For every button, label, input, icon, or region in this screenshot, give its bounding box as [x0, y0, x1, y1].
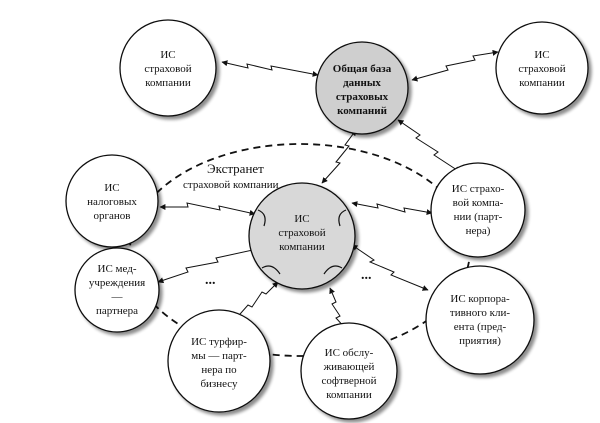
node-corp-circle [425, 265, 535, 375]
label-software-line: живающей [323, 361, 375, 373]
label-software-line: софтверной [321, 375, 376, 387]
node-partner-ins-circle [430, 162, 526, 258]
extranet-title: Экстранет [207, 161, 264, 176]
label-top-left-line: компании [145, 77, 191, 89]
label-db-line: данных [343, 77, 381, 89]
label-top-right: ИС страховой компании [518, 49, 565, 89]
node-top-left-circle [119, 19, 217, 117]
connector-db-topright [411, 49, 499, 82]
label-top-left-line: страховой [144, 63, 191, 75]
label-top-right-line: компании [519, 77, 565, 89]
connector-med-center [157, 246, 263, 284]
node-top-right-circle [495, 21, 589, 115]
label-db-line: компаний [337, 105, 387, 117]
label-center-line: компании [279, 241, 325, 253]
label-software: ИС обслу- живающей софтверной компании [321, 347, 376, 401]
label-corp-line: приятия) [459, 335, 501, 347]
label-partner-ins-line: нера) [466, 225, 491, 237]
label-partner-ins: ИС страхо- вой компа- нии (парт- нера) [452, 183, 505, 237]
label-software-line: компании [326, 389, 372, 401]
extranet-subtitle: страховой компании [183, 179, 279, 191]
connector-tax-center [159, 202, 256, 216]
label-tax-line: ИС [104, 182, 119, 194]
connector-center-software [329, 287, 348, 331]
label-med-line: учреждения [89, 277, 145, 289]
node-travel-circle [167, 309, 271, 413]
node-tax-circle [65, 154, 159, 248]
connector-travel-center [232, 281, 279, 323]
label-travel-line: ИС турфир- [191, 336, 247, 348]
label-med: ИС мед- учреждения — партнера [89, 263, 145, 317]
label-corp-line: ента (пред- [454, 321, 507, 333]
label-corp-line: тивного кли- [450, 307, 510, 319]
label-top-left-line: ИС [160, 49, 175, 61]
nodes [65, 19, 589, 420]
connector-db-center [321, 129, 357, 184]
label-med-line: — [111, 291, 124, 303]
node-med-circle [74, 247, 160, 333]
node-center-circle [248, 182, 356, 290]
label-tax: ИС налоговых органов [87, 182, 137, 222]
label-center-line: ИС [294, 213, 309, 225]
label-db: Общая база данных страховых компаний [333, 63, 392, 117]
label-corp: ИС корпора- тивного кли- ента (пред- при… [450, 293, 510, 347]
label-travel: ИС турфир- мы — парт- нера по бизнесу [191, 336, 247, 390]
label-tax-line: налоговых [87, 196, 137, 208]
label-top-right-line: ИС [534, 49, 549, 61]
label-partner-ins-line: ИС страхо- [452, 183, 505, 195]
label-travel-line: нера по [201, 364, 237, 376]
label-top-right-line: страховой [518, 63, 565, 75]
label-corp-line: ИС корпора- [450, 293, 510, 305]
label-top-left: ИС страховой компании [144, 49, 191, 89]
ellipsis-right: ... [361, 268, 372, 283]
label-med-line: партнера [96, 305, 138, 317]
connector-topleft-db [221, 60, 319, 77]
label-travel-line: бизнесу [200, 378, 238, 390]
label-center-line: страховой [278, 227, 325, 239]
label-tax-line: органов [94, 210, 131, 222]
label-med-line: ИС мед- [98, 263, 137, 275]
connector-db-partner [397, 119, 461, 173]
label-partner-ins-line: нии (парт- [454, 211, 503, 223]
label-software-line: ИС обслу- [325, 347, 374, 359]
label-travel-line: мы — парт- [191, 350, 247, 362]
label-partner-ins-line: вой компа- [453, 197, 504, 209]
connector-center-partner [351, 201, 433, 216]
connectors [157, 49, 499, 331]
label-db-line: страховых [336, 91, 389, 103]
connector-center-corp [351, 244, 429, 291]
center-gateways [257, 209, 347, 275]
node-software-circle [300, 322, 398, 420]
label-db-line: Общая база [333, 63, 392, 75]
node-db-circle [315, 41, 409, 135]
ellipsis-left: ... [205, 273, 216, 288]
label-center: ИС страховой компании [278, 213, 325, 253]
